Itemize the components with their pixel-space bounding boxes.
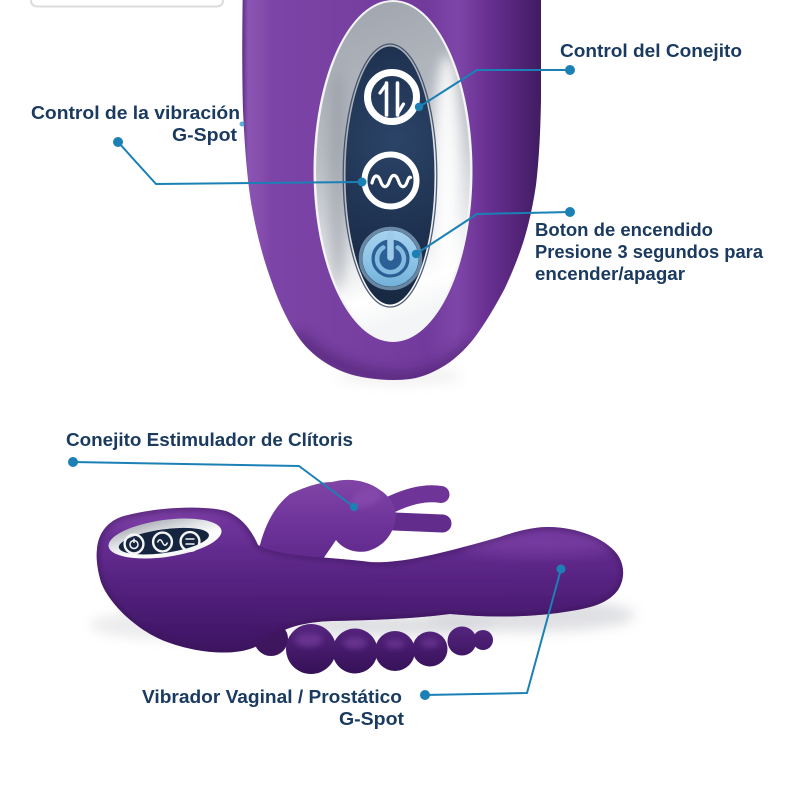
svg-text:Vibrador Vaginal / Prostático: Vibrador Vaginal / Prostático bbox=[142, 687, 402, 707]
svg-text:Conejito Estimulador de Clítor: Conejito Estimulador de Clítoris bbox=[66, 430, 353, 450]
svg-text:Control del Conejito: Control del Conejito bbox=[560, 41, 742, 61]
svg-text:Presione 3 segundos para: Presione 3 segundos para bbox=[535, 242, 764, 262]
svg-text:G-Spot: G-Spot bbox=[172, 125, 237, 145]
svg-text:encender/apagar: encender/apagar bbox=[535, 264, 685, 284]
svg-text:Control de la vibración: Control de la vibración bbox=[31, 103, 240, 123]
svg-text:G-Spot: G-Spot bbox=[339, 709, 404, 729]
svg-text:Boton de encendido: Boton de encendido bbox=[535, 220, 713, 240]
